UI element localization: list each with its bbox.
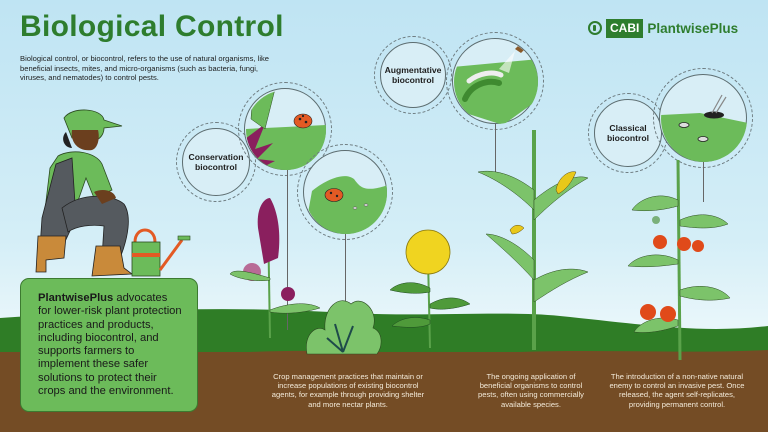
classical-label-circle: Classical biocontrol — [588, 93, 668, 173]
marigold-plant — [389, 229, 471, 349]
maize-plant — [477, 130, 589, 350]
advocacy-text: advocates for lower-risk plant protectio… — [38, 292, 182, 398]
lettuce-plant — [305, 300, 382, 355]
advocacy-box: PlantwisePlus advocates for lower-risk p… — [20, 278, 198, 412]
classical-description: The introduction of a non-native natural… — [609, 372, 745, 409]
conservation-connector-1 — [287, 170, 288, 330]
parasitoid-wasp-inset — [653, 68, 753, 168]
cabi-plantwiseplus-logo: CABI PlantwisePlus — [588, 17, 738, 39]
classical-connector — [703, 162, 704, 202]
classical-label: Classical biocontrol — [606, 123, 649, 143]
conservation-label: Conservation biocontrol — [188, 152, 244, 172]
advocacy-brand: PlantwisePlus — [38, 292, 114, 304]
conservation-description: Crop management practices that maintain … — [271, 372, 425, 409]
buddleia-plant — [229, 198, 321, 339]
conservation-connector-2 — [345, 234, 346, 330]
watering-can-icon — [131, 228, 191, 277]
cabi-wordmark: CABI — [606, 18, 644, 38]
augmentative-description: The ongoing application of beneficial or… — [478, 372, 584, 409]
augmentative-label-circle: Augmentative biocontrol — [374, 36, 452, 114]
farmer-illustration — [35, 109, 134, 277]
augmentative-label: Augmentative biocontrol — [384, 65, 442, 85]
augmentative-connector — [495, 124, 496, 174]
sprayed-caterpillar-inset — [446, 32, 544, 130]
intro-text: Biological control, or biocontrol, refer… — [20, 54, 270, 83]
cabi-mark-icon — [588, 21, 602, 35]
plantwiseplus-wordmark: PlantwisePlus — [647, 20, 739, 36]
tomato-plant — [627, 159, 731, 361]
page-title: Biological Control — [20, 10, 284, 43]
